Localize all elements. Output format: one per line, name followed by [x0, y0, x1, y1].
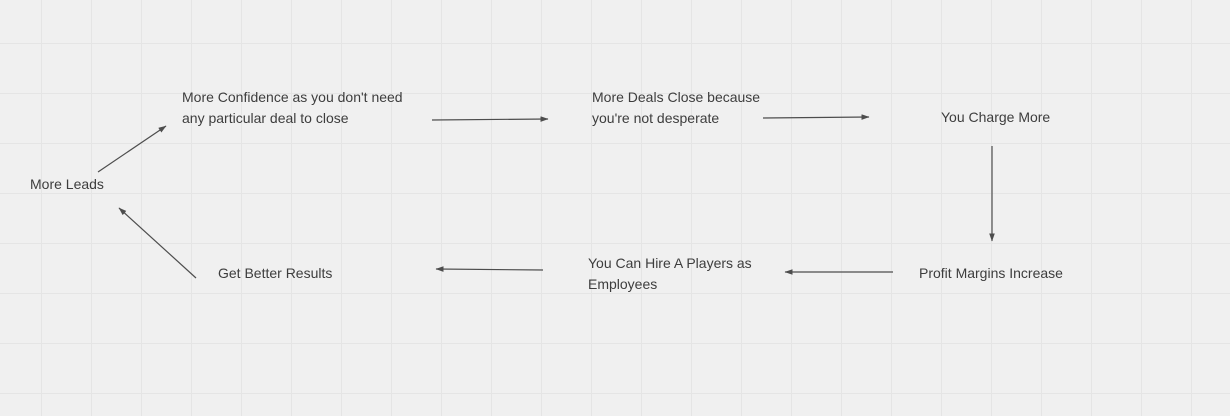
arrow-more-leads-to-more-confidence[interactable]	[97, 125, 167, 173]
node-more-leads[interactable]: More Leads	[30, 176, 104, 192]
arrow-hire-a-players-to-get-better-results[interactable]	[435, 266, 544, 272]
node-profit-margins-increase[interactable]: Profit Margins Increase	[919, 265, 1063, 281]
arrow-get-better-results-to-more-leads[interactable]	[118, 207, 197, 279]
node-hire-a-players[interactable]: You Can Hire A Players as Employees	[588, 255, 752, 292]
arrow-more-confidence-to-more-deals-close[interactable]	[431, 116, 549, 122]
arrow-more-deals-close-to-you-charge-more[interactable]	[762, 114, 870, 120]
node-more-deals-close[interactable]: More Deals Close because you're not desp…	[592, 89, 761, 126]
node-get-better-results[interactable]: Get Better Results	[218, 265, 333, 281]
node-you-charge-more[interactable]: You Charge More	[941, 109, 1051, 125]
node-more-confidence[interactable]: More Confidence as you don't need any pa…	[182, 89, 403, 126]
